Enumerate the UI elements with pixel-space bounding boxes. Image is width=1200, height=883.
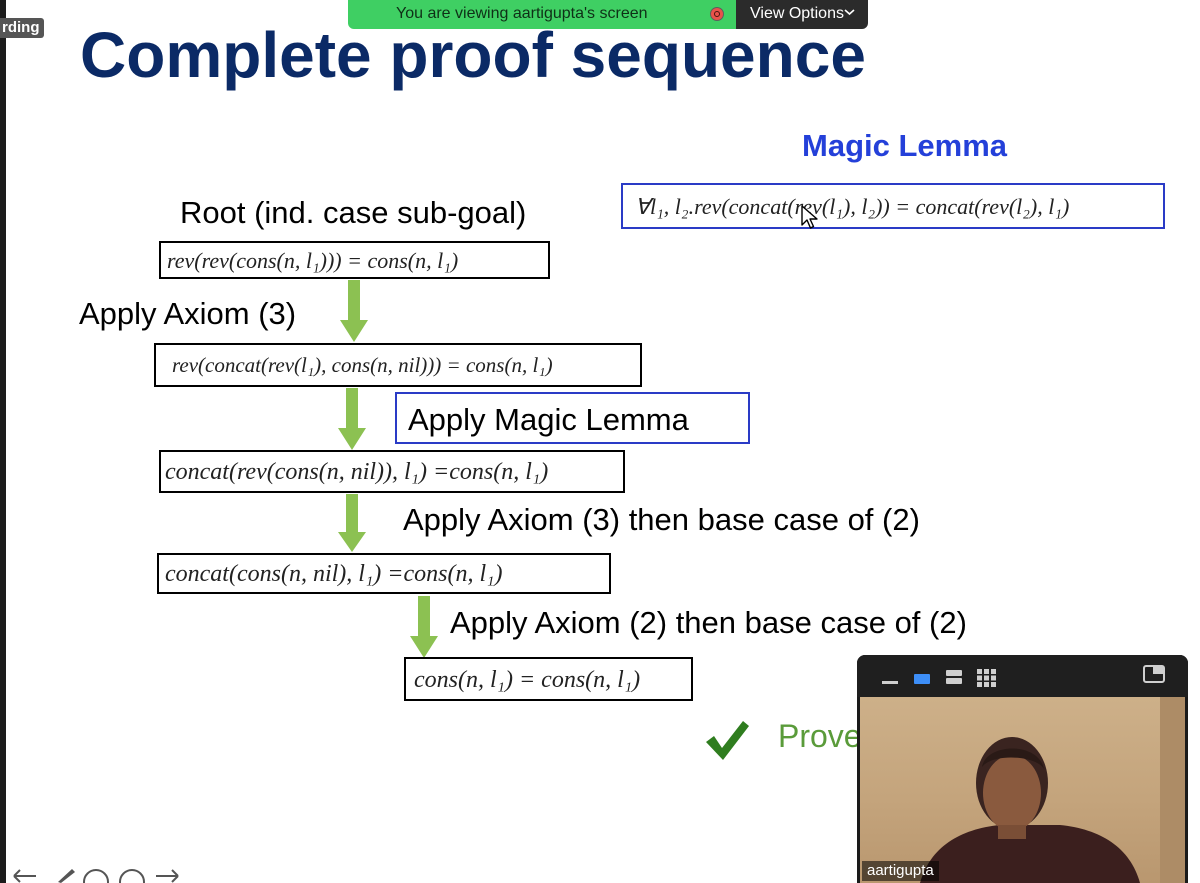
participant-video-panel[interactable]: aartigupta (857, 655, 1188, 883)
green-down-arrow (338, 388, 366, 450)
magic-lemma-title: Magic Lemma (802, 128, 1008, 163)
recording-indicator: rding (0, 18, 44, 38)
root-label: Root (ind. case sub-goal) (180, 195, 527, 230)
green-down-arrow (338, 494, 366, 552)
green-down-arrow (410, 596, 438, 658)
step-label-axiom-3: Apply Axiom (3) (79, 296, 297, 331)
step-label-magic-lemma: Apply Magic Lemma (395, 392, 750, 444)
mouse-cursor-icon (801, 205, 818, 229)
left-edge-bar (0, 0, 6, 883)
chevron-down-icon (844, 4, 855, 19)
participant-silhouette (920, 697, 1185, 883)
screen-share-banner: You are viewing aartigupta's screen (348, 0, 736, 29)
checkmark-icon (706, 721, 749, 760)
formula-box-2: rev(concat(rev(l₁), cons(n, nil))) = con… (154, 343, 642, 387)
slide-nav-controls[interactable] (0, 866, 200, 883)
step-label-axiom-2-base-case: Apply Axiom (2) then base case of (2) (450, 605, 967, 640)
exit-fullscreen-icon[interactable] (1143, 665, 1165, 683)
screen-share-banner-text: You are viewing aartigupta's screen (396, 5, 648, 22)
formula-box-root: rev(rev(cons(n, l₁))) = cons(n, l₁) (159, 241, 550, 279)
slide-title: Complete proof sequence (80, 19, 866, 91)
view-options-label: View Options (750, 5, 844, 22)
minimize-icon[interactable] (881, 669, 899, 685)
proved-label: Prove (778, 718, 862, 754)
speaker-view-icon[interactable] (913, 669, 931, 685)
gallery-view-icon[interactable] (977, 669, 997, 687)
step-label-axiom-3-base-case: Apply Axiom (3) then base case of (2) (403, 502, 920, 537)
green-down-arrow (340, 280, 368, 342)
side-by-side-icon[interactable] (945, 669, 963, 685)
participant-name-label: aartigupta (862, 861, 939, 881)
participant-video-feed: aartigupta (860, 697, 1185, 883)
formula-box-4: concat(cons(n, nil), l₁) =cons(n, l₁) (157, 553, 611, 594)
video-panel-toolbar (857, 655, 1188, 697)
stop-share-icon[interactable] (710, 7, 724, 21)
view-options-button[interactable]: View Options (736, 0, 868, 29)
formula-box-final: cons(n, l₁) = cons(n, l₁) (404, 657, 693, 701)
formula-box-3: concat(rev(cons(n, nil)), l₁) =cons(n, l… (159, 450, 625, 493)
magic-lemma-formula: ∀l₁, l₂.rev(concat(rev(l₁), l₂)) = conca… (621, 183, 1165, 229)
